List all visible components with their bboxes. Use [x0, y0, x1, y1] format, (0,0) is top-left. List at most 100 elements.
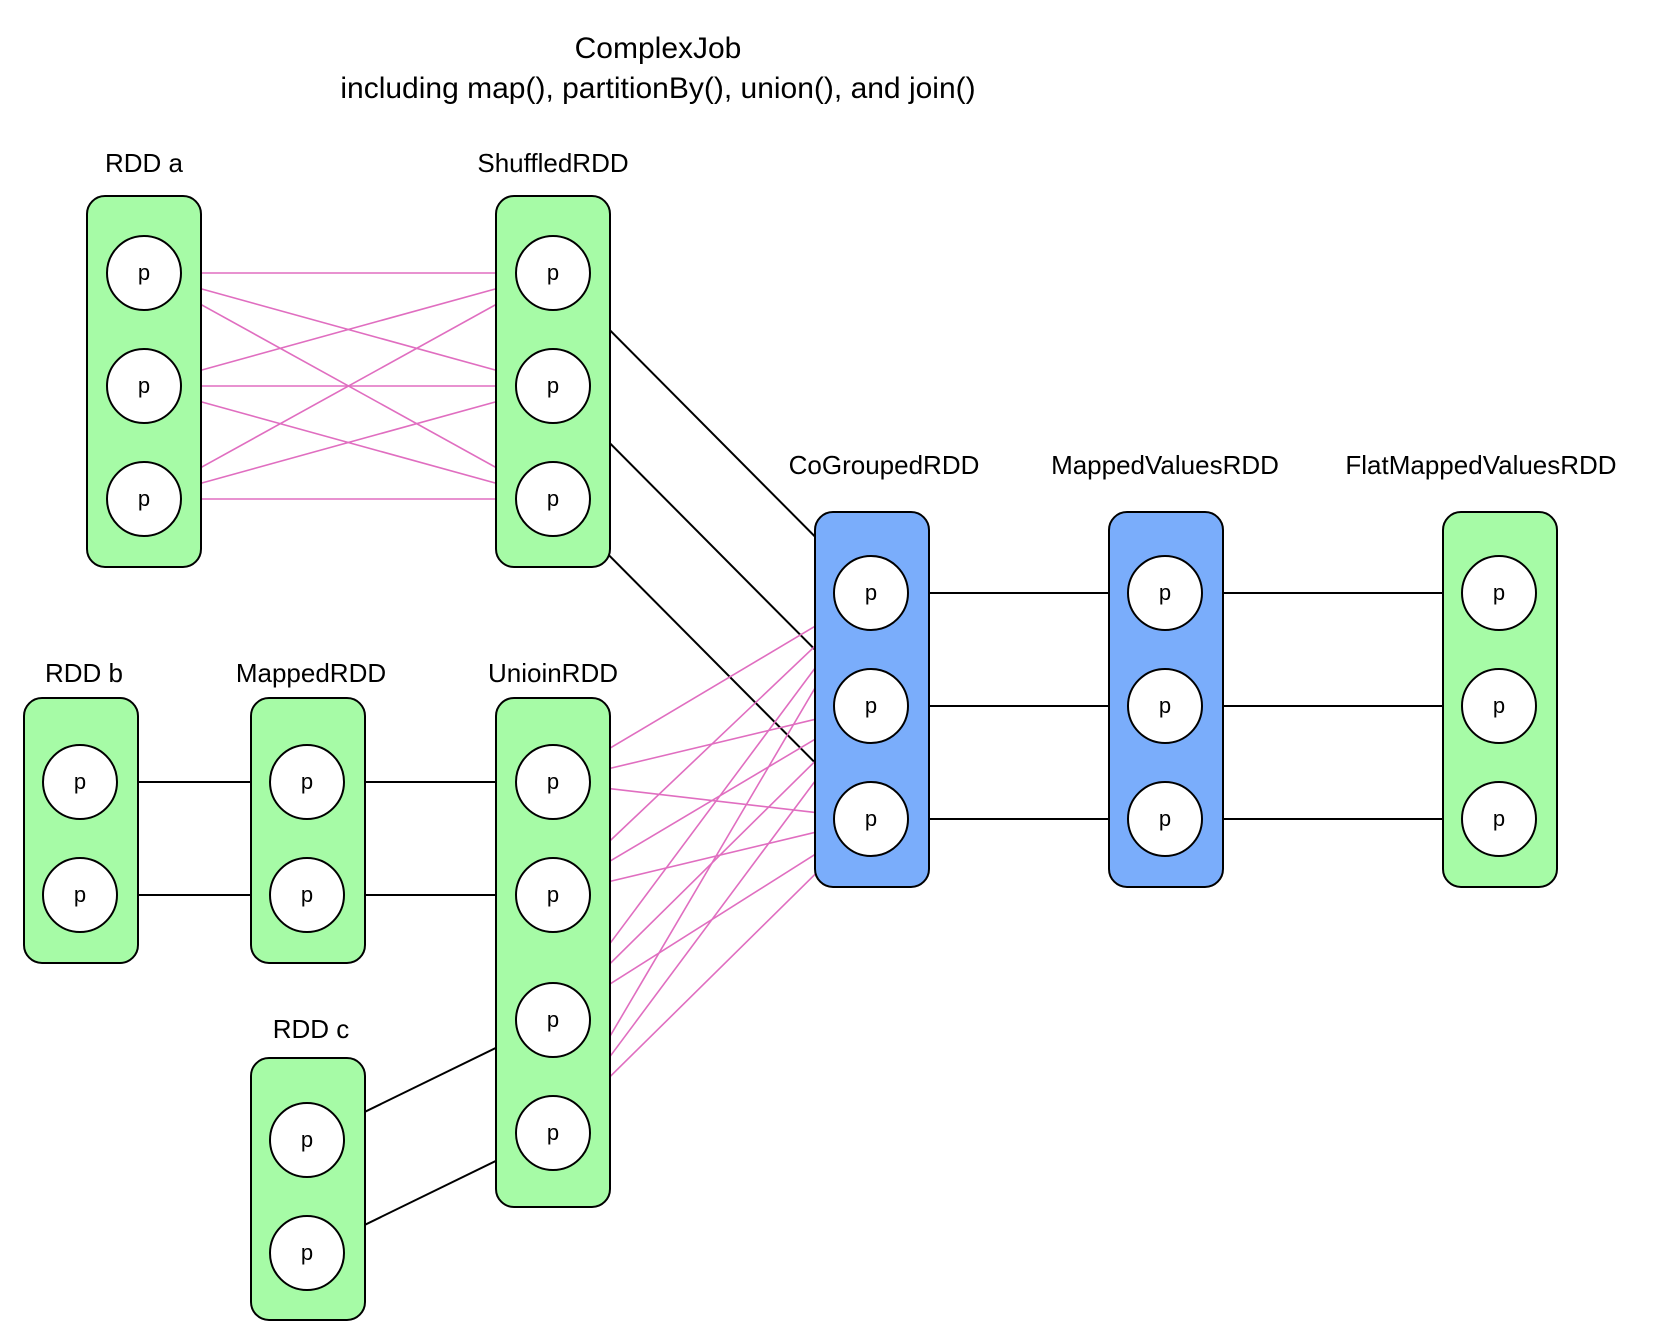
partition-label: p [1493, 806, 1505, 831]
edge-union-to-cogrouped-1-0 [579, 618, 845, 871]
partition-circle [269, 744, 345, 820]
edges-layer [117, 266, 1462, 1238]
diagram-subtitle: including map(), partitionBy(), union(),… [340, 72, 975, 105]
partition-circle [515, 461, 591, 537]
partition-circle [833, 555, 909, 631]
partition-node: p [106, 235, 182, 311]
partition-label: p [547, 260, 559, 285]
partition-circle [1461, 668, 1537, 744]
partition-label: p [1159, 806, 1171, 831]
partition-label: p [301, 1127, 313, 1152]
partition-node: p [515, 857, 591, 933]
partition-label: p [547, 1007, 559, 1032]
partition-node: p [42, 744, 118, 820]
partition-label: p [301, 1240, 313, 1265]
edge-union-to-cogrouped-1-1 [584, 724, 840, 877]
partition-circle [833, 668, 909, 744]
rdd-label: RDD c [273, 1014, 350, 1044]
partition-label: p [301, 882, 313, 907]
partition-circle [1461, 781, 1537, 857]
edge-union-to-cogrouped-1-2 [588, 824, 835, 888]
partition-circle [515, 235, 591, 311]
partition-circle [515, 982, 591, 1058]
rdd-union: UnioinRDD p p p p [488, 658, 618, 1208]
rdd-label: ShuffledRDD [477, 148, 628, 178]
rdd-rdd-c: RDD c p p [250, 1014, 366, 1321]
rdd-rdd-b: RDD b p p [23, 658, 139, 964]
partition-circle [515, 857, 591, 933]
partition-node: p [106, 348, 182, 424]
partition-label: p [865, 693, 877, 718]
partition-label: p [1159, 693, 1171, 718]
rdd-label: UnioinRDD [488, 658, 618, 688]
rdd-flatmapped: FlatMappedValuesRDD p p p [1345, 450, 1617, 888]
partition-node: p [42, 857, 118, 933]
diagram-title: ComplexJob [575, 32, 742, 65]
edge-rdd_c-to-union-0 [339, 1035, 520, 1125]
partition-label: p [547, 769, 559, 794]
edge-union-to-cogrouped-3-0 [571, 624, 853, 1102]
partition-circle [269, 1215, 345, 1291]
partition-node: p [515, 461, 591, 537]
partition-label: p [74, 769, 86, 794]
partition-node: p [833, 668, 909, 744]
partition-node: p [515, 235, 591, 311]
partition-node: p [833, 781, 909, 857]
rdd-label: RDD b [45, 658, 123, 688]
partition-label: p [1493, 693, 1505, 718]
partition-node: p [515, 744, 591, 820]
partition-node: p [269, 1215, 345, 1291]
edge-union-to-cogrouped-3-2 [578, 844, 845, 1108]
rdd-box [495, 697, 611, 1208]
partition-circle [106, 461, 182, 537]
rdd-mappedvalues: MappedValuesRDD p p p [1051, 450, 1279, 888]
partition-label: p [138, 486, 150, 511]
edge-union-to-cogrouped-0-0 [584, 611, 840, 764]
partition-circle [42, 744, 118, 820]
partition-circle [1127, 555, 1203, 631]
edge-shuffled-to-cogrouped-0 [578, 298, 845, 567]
partition-circle [42, 857, 118, 933]
partition-node: p [515, 348, 591, 424]
partition-circle [269, 1102, 345, 1178]
rdd-label: FlatMappedValuesRDD [1345, 450, 1616, 480]
partition-label: p [1159, 580, 1171, 605]
partition-node: p [1127, 781, 1203, 857]
partition-label: p [547, 486, 559, 511]
rdd-label: CoGroupedRDD [789, 450, 980, 480]
partition-circle [833, 781, 909, 857]
partition-label: p [547, 1120, 559, 1145]
partition-circle [515, 348, 591, 424]
partition-node: p [1127, 555, 1203, 631]
rdd-cogrouped: CoGroupedRDD p p p [789, 450, 980, 888]
partition-circle [106, 235, 182, 311]
edge-rdd_a-to-shuffled-1-0 [179, 280, 518, 377]
partition-label: p [74, 882, 86, 907]
partition-node: p [1461, 668, 1537, 744]
partition-node: p [833, 555, 909, 631]
rdd-rdd-a: RDD a p p p [86, 148, 202, 568]
partition-circle [515, 744, 591, 820]
partition-label: p [138, 373, 150, 398]
partition-node: p [1127, 668, 1203, 744]
rdd-label: MappedRDD [236, 658, 386, 688]
partition-label: p [865, 806, 877, 831]
edge-union-to-cogrouped-2-0 [574, 622, 849, 991]
partition-node: p [269, 857, 345, 933]
edge-rdd_a-to-shuffled-2-1 [179, 393, 518, 490]
edge-rdd_c-to-union-1 [339, 1148, 520, 1238]
partition-label: p [138, 260, 150, 285]
partition-circle [1127, 781, 1203, 857]
rdd-label: RDD a [105, 148, 184, 178]
rdd-label: MappedValuesRDD [1051, 450, 1279, 480]
partition-node: p [1461, 781, 1537, 857]
edge-shuffled-to-cogrouped-2 [578, 524, 845, 793]
partition-circle [515, 1095, 591, 1171]
partition-node: p [106, 461, 182, 537]
partition-node: p [515, 982, 591, 1058]
rdd-shuffled: ShuffledRDD p p p [477, 148, 629, 568]
partition-label: p [1493, 580, 1505, 605]
partition-label: p [301, 769, 313, 794]
